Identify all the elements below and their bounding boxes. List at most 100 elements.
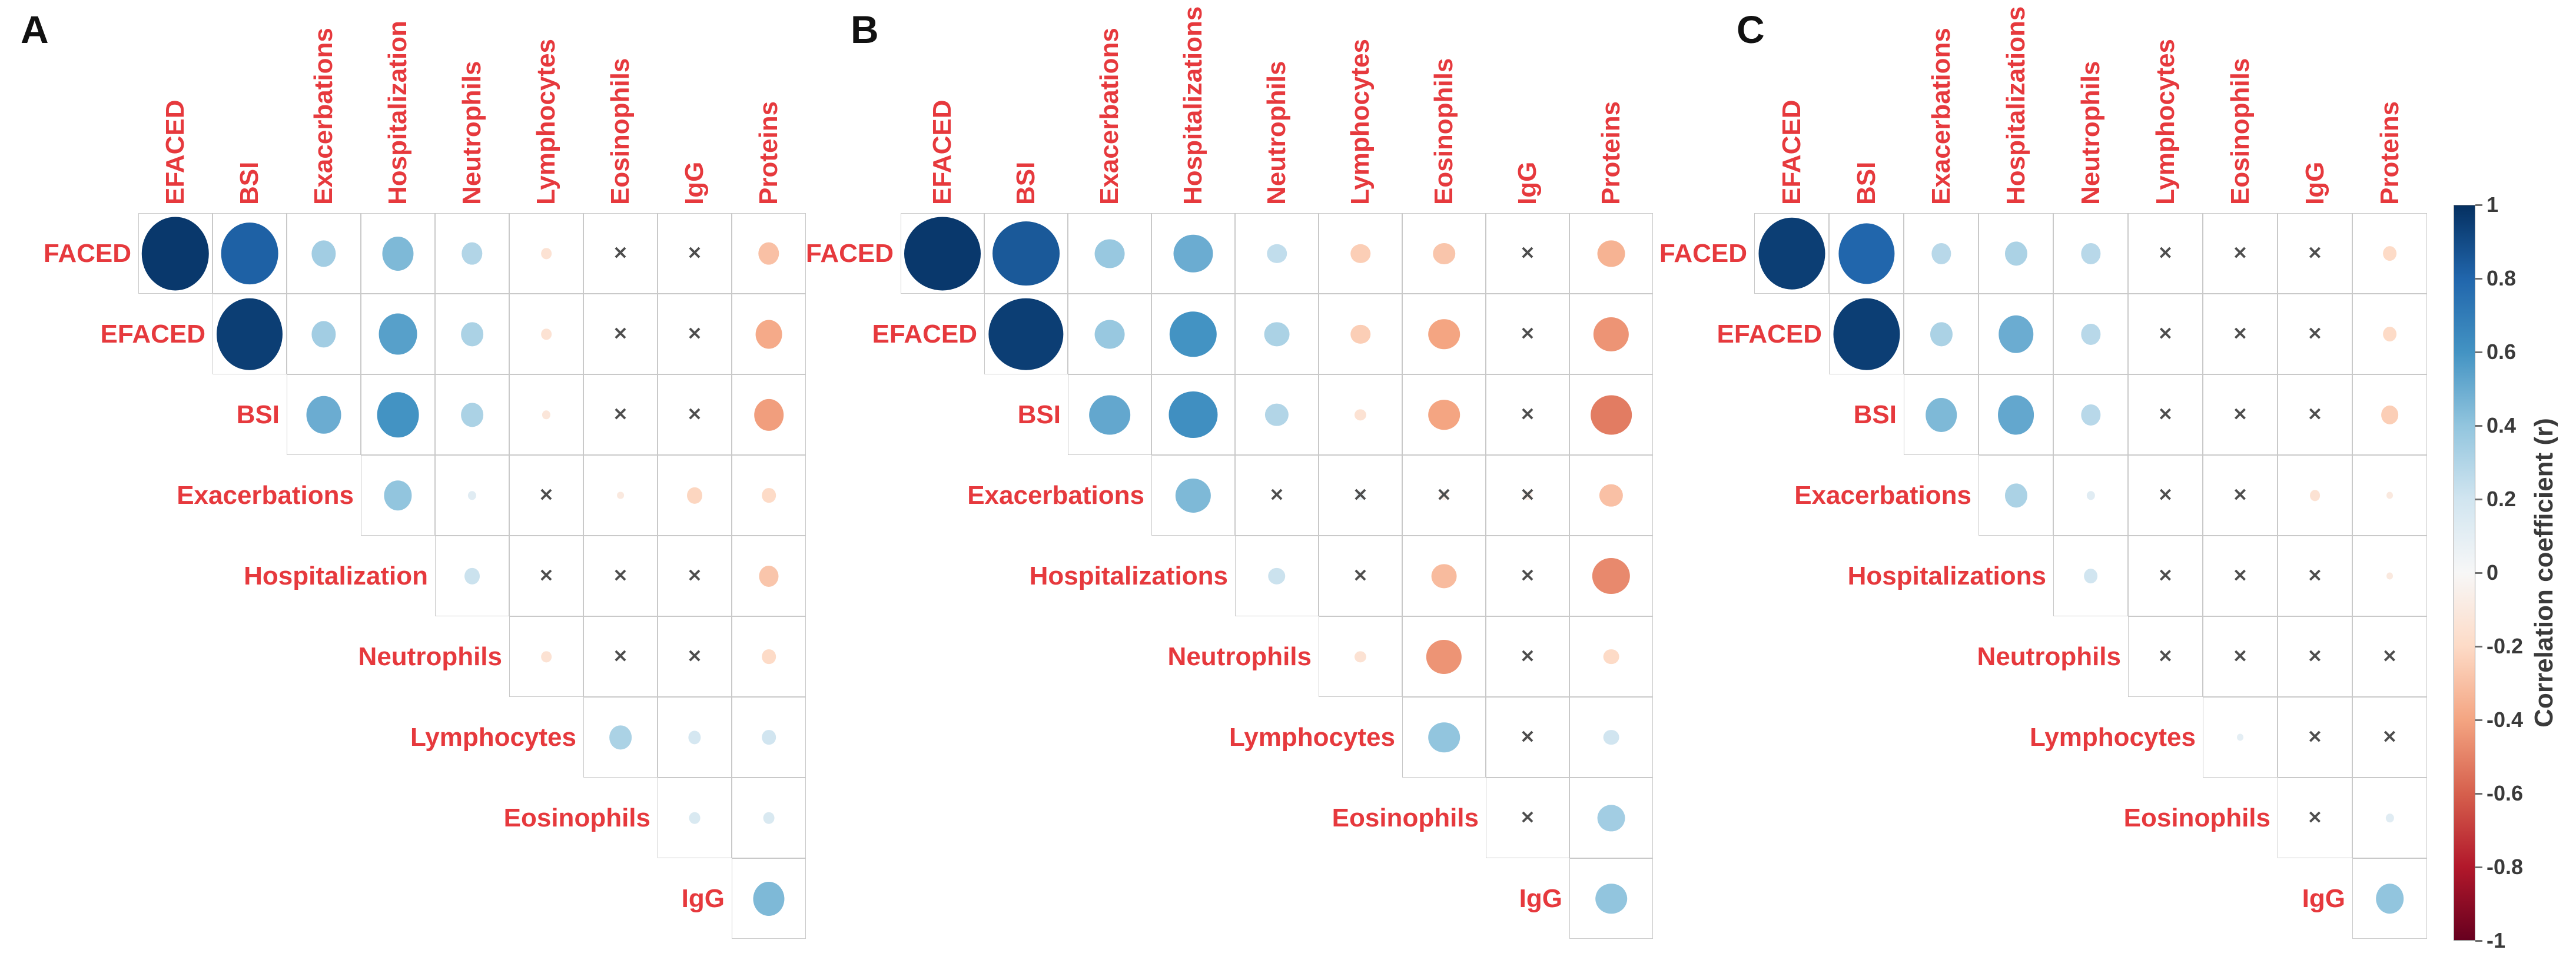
colorbar-tick-mark — [2475, 940, 2482, 942]
corr-cell: ✕ — [583, 374, 658, 455]
correlation-circle — [1833, 298, 1900, 370]
corr-cell — [213, 213, 287, 294]
corr-cell — [509, 374, 583, 455]
corr-cell — [1068, 213, 1151, 294]
nonsignificant-x-icon: ✕ — [687, 244, 702, 263]
corr-cell — [1569, 858, 1653, 939]
corr-cell — [732, 858, 806, 939]
correlation-circle — [753, 881, 785, 916]
corr-cell: ✕ — [2128, 536, 2203, 616]
nonsignificant-x-icon: ✕ — [1520, 647, 1535, 666]
row-label-bsi: BSI — [236, 400, 280, 429]
colorbar-tick-mark — [2475, 719, 2482, 721]
nonsignificant-x-icon: ✕ — [687, 566, 702, 586]
colorbar-tick-mark — [2475, 351, 2482, 353]
corr-cell: ✕ — [2203, 213, 2278, 294]
corr-cell — [2053, 536, 2128, 616]
nonsignificant-x-icon: ✕ — [2157, 244, 2173, 263]
nonsignificant-x-icon: ✕ — [2232, 647, 2248, 666]
corr-cell — [1235, 294, 1319, 374]
correlation-circle — [1597, 240, 1625, 267]
row-label-hospitalization: Hospitalization — [244, 561, 428, 590]
correlation-circle — [1268, 567, 1286, 585]
correlation-circle — [2386, 572, 2394, 580]
col-label-proteins: Proteins — [754, 101, 783, 205]
correlation-circle — [1603, 729, 1619, 745]
corr-cell: ✕ — [2128, 213, 2203, 294]
correlation-circle — [992, 221, 1060, 286]
corr-cell — [1569, 616, 1653, 697]
correlation-circle — [221, 222, 278, 285]
row-label-efaced: EFACED — [872, 319, 977, 348]
colorbar-tick-mark — [2475, 278, 2482, 280]
nonsignificant-x-icon: ✕ — [613, 244, 628, 263]
col-label-proteins: Proteins — [2375, 101, 2404, 205]
correlation-circle — [541, 650, 552, 663]
col-label-bsi: BSI — [1011, 161, 1040, 205]
corr-cell — [1569, 294, 1653, 374]
row-label-neutrophils: Neutrophils — [1167, 642, 1312, 671]
panel-letter-A: A — [21, 8, 49, 51]
corr-cell — [732, 778, 806, 858]
corr-cell — [732, 697, 806, 778]
colorbar-tick-label: -0.4 — [2487, 708, 2524, 732]
corr-cell: ✕ — [1486, 697, 1569, 778]
corr-cell — [1829, 213, 1904, 294]
correlation-circle — [2382, 326, 2397, 342]
correlation-circle — [2004, 241, 2027, 266]
corr-cell — [2203, 697, 2278, 778]
nonsignificant-x-icon: ✕ — [1520, 405, 1535, 424]
corr-cell: ✕ — [509, 455, 583, 536]
nonsignificant-x-icon: ✕ — [2232, 566, 2248, 586]
row-label-eosinophils: Eosinophils — [503, 803, 650, 832]
corr-cell — [2352, 858, 2427, 939]
row-label-eosinophils: Eosinophils — [2123, 803, 2270, 832]
correlation-circle — [1169, 311, 1217, 357]
correlation-circle — [1593, 317, 1629, 351]
corr-cell — [2352, 778, 2427, 858]
corr-cell — [984, 294, 1068, 374]
corr-cell: ✕ — [658, 294, 732, 374]
corr-cell — [2352, 455, 2427, 536]
corr-cell: ✕ — [1402, 455, 1486, 536]
correlation-circle — [904, 216, 981, 291]
correlation-circle — [1591, 394, 1632, 435]
correlation-circle — [2375, 883, 2404, 914]
correlation-circle — [687, 487, 702, 504]
correlation-circle — [1094, 319, 1125, 349]
corr-cell — [1402, 294, 1486, 374]
corr-cell: ✕ — [2203, 294, 2278, 374]
correlation-circle — [2236, 733, 2244, 741]
corr-cell: ✕ — [1486, 536, 1569, 616]
row-label-igg: IgG — [1519, 884, 1562, 913]
col-label-hospitalizations: Hospitalizations — [2001, 6, 2030, 205]
corr-cell — [435, 213, 509, 294]
correlation-circle — [1094, 238, 1125, 268]
correlation-circle — [1925, 397, 1957, 432]
correlation-circle — [306, 396, 341, 434]
correlation-circle — [1426, 639, 1462, 674]
correlation-circle — [689, 812, 701, 824]
nonsignificant-x-icon: ✕ — [2157, 324, 2173, 344]
nonsignificant-x-icon: ✕ — [1520, 324, 1535, 344]
corr-cell — [2053, 213, 2128, 294]
col-label-eosinophils: Eosinophils — [1429, 58, 1458, 205]
corr-cell — [1235, 374, 1319, 455]
correlation-circle — [1428, 722, 1460, 753]
correlation-circle — [755, 319, 782, 349]
corr-cell — [732, 536, 806, 616]
corr-cell — [1569, 697, 1653, 778]
nonsignificant-x-icon: ✕ — [613, 647, 628, 666]
corr-cell: ✕ — [2278, 536, 2352, 616]
correlation-circle — [1175, 478, 1211, 513]
correlation-circle — [1758, 217, 1825, 290]
correlation-circle — [1089, 394, 1130, 435]
col-label-efaced: EFACED — [161, 99, 190, 205]
correlation-circle — [1524, 734, 1531, 740]
correlation-circle — [311, 320, 336, 348]
corr-cell: ✕ — [2203, 455, 2278, 536]
corr-cell: ✕ — [2128, 374, 2203, 455]
nonsignificant-x-icon: ✕ — [1269, 486, 1284, 505]
corr-cell — [732, 455, 806, 536]
colorbar-tick-mark — [2475, 866, 2482, 868]
